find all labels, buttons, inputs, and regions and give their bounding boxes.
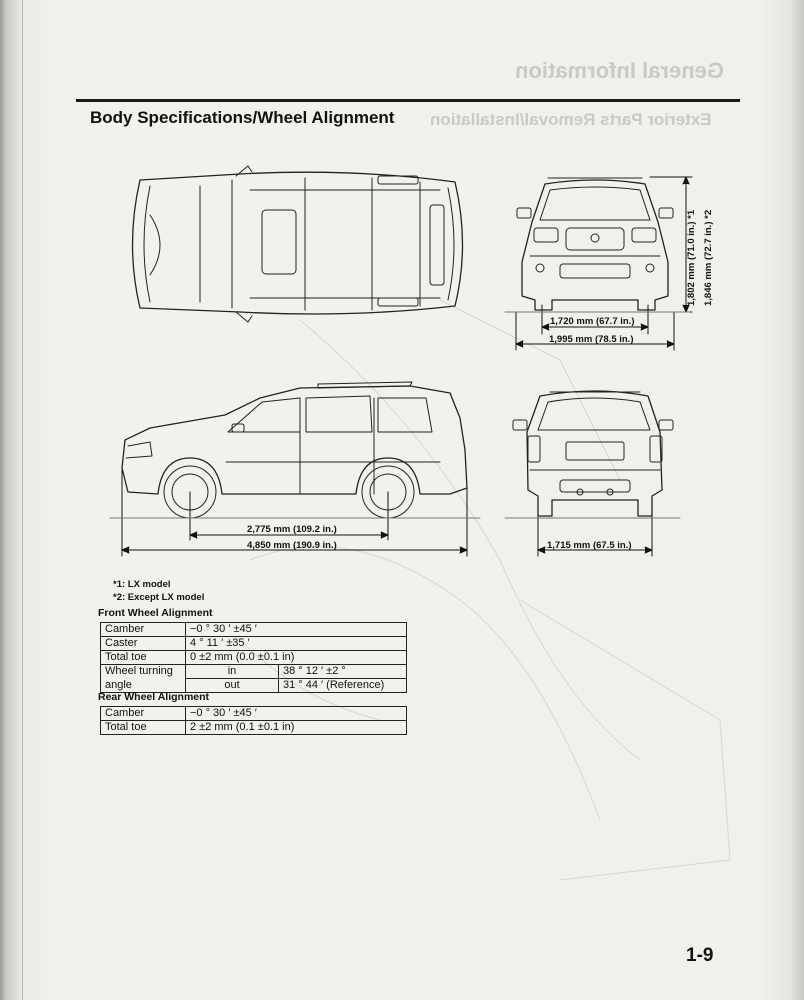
front-alignment-table: Camber −0 ° 30 ′ ±45 ′ Caster 4 ° 11 ′ ±… — [100, 622, 407, 693]
wheelbase-label: 2,775 mm (109.2 in.) — [247, 524, 337, 535]
page-edge — [22, 0, 23, 1000]
side-view-drawing — [121, 381, 468, 519]
rear-camber-value: −0 ° 30 ′ ±45 ′ — [185, 706, 407, 721]
rear-alignment-heading: Rear Wheel Alignment — [98, 691, 210, 703]
height-other-label: 1,846 mm (72.7 in.) *2 — [703, 209, 714, 306]
rear-view-drawing — [512, 390, 674, 517]
front-view-drawing — [516, 177, 674, 311]
camber-value: −0 ° 30 ′ ±45 ′ — [185, 622, 407, 637]
turning-in-value: 38 ° 12 ′ ±2 ° — [278, 664, 407, 679]
header-rule — [76, 99, 740, 102]
note-except-lx-model: *2: Except LX model — [113, 592, 205, 603]
turning-out-value: 31 ° 44 ′ (Reference) — [278, 678, 407, 693]
rear-alignment-table: Camber −0 ° 30 ′ ±45 ′ Total toe 2 ±2 mm… — [100, 706, 407, 735]
overall-width-label: 1,995 mm (78.5 in.) — [549, 334, 634, 345]
front-alignment-heading: Front Wheel Alignment — [98, 607, 213, 619]
rear-camber-label: Camber — [100, 706, 186, 721]
caster-value: 4 ° 11 ′ ±35 ′ — [185, 636, 407, 651]
table-row: angle out 31 ° 44 ′ (Reference) — [100, 678, 407, 693]
height-lx-label: 1,802 mm (71.0 in.) *1 — [686, 209, 697, 306]
rear-total-toe-value: 2 ±2 mm (0.1 ±0.1 in) — [185, 720, 407, 735]
page-title: Body Specifications/Wheel Alignment — [90, 108, 395, 127]
page-number: 1-9 — [686, 945, 714, 966]
table-row: Total toe 0 ±2 mm (0.0 ±0.1 in) — [100, 650, 407, 665]
turning-in-label: in — [185, 664, 279, 679]
total-toe-value: 0 ±2 mm (0.0 ±0.1 in) — [185, 650, 407, 665]
table-row: Camber −0 ° 30 ′ ±45 ′ — [100, 622, 407, 637]
table-row: Caster 4 ° 11 ′ ±35 ′ — [100, 636, 407, 651]
camber-label: Camber — [100, 622, 186, 637]
wheel-turning-angle-label: angle — [100, 678, 186, 693]
total-toe-label: Total toe — [100, 650, 186, 665]
caster-label: Caster — [100, 636, 186, 651]
rear-tread-label: 1,715 mm (67.5 in.) — [547, 540, 632, 551]
rear-total-toe-label: Total toe — [100, 720, 186, 735]
wheel-turning-label: Wheel turning — [100, 664, 186, 679]
dimension-lines — [109, 176, 693, 557]
note-lx-model: *1: LX model — [113, 579, 171, 590]
overall-length-label: 4,850 mm (190.9 in.) — [247, 540, 337, 551]
top-view-drawing — [131, 165, 464, 323]
table-row: Total toe 2 ±2 mm (0.1 ±0.1 in) — [100, 720, 407, 735]
table-row: Camber −0 ° 30 ′ ±45 ′ — [100, 706, 407, 721]
front-tread-label: 1,720 mm (67.7 in.) — [550, 316, 635, 327]
ghost-background-art — [239, 299, 731, 881]
table-row: Wheel turning in 38 ° 12 ′ ±2 ° — [100, 664, 407, 679]
